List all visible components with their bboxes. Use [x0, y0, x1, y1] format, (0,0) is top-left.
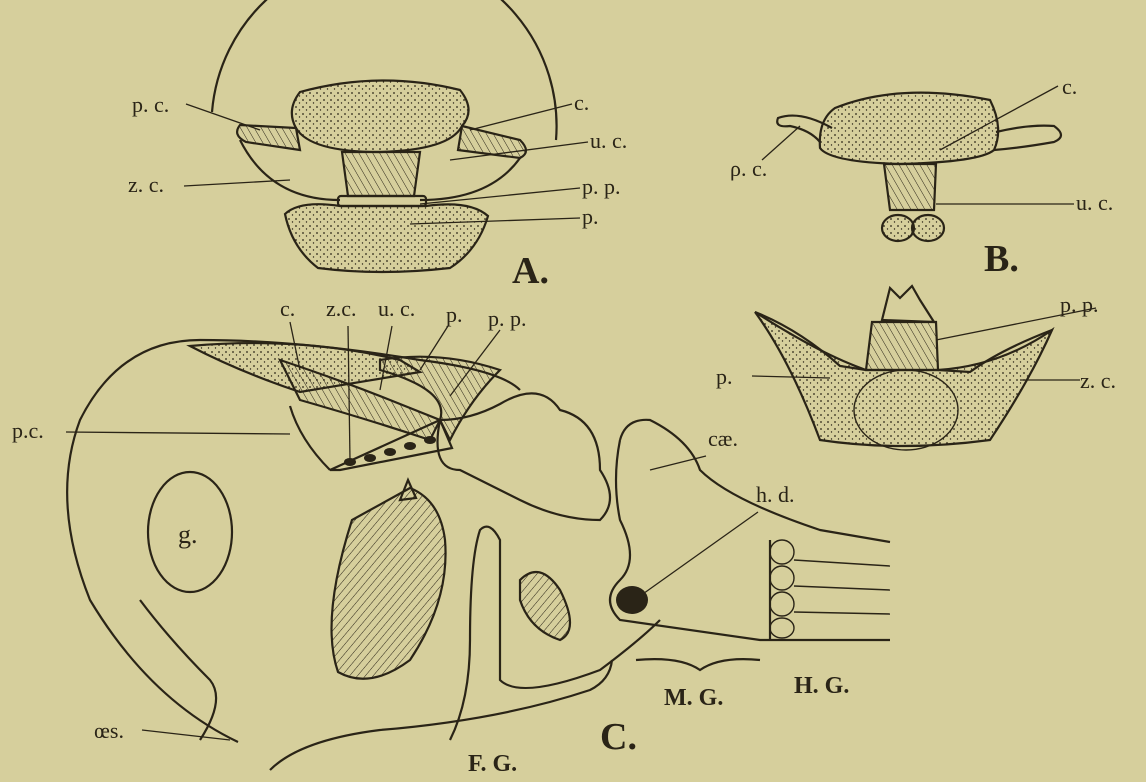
figure-c: [67, 340, 890, 770]
label-a-zc: z. c.: [128, 174, 164, 196]
label-c-oes: œs.: [94, 720, 124, 742]
figure-a-neck: [342, 152, 420, 196]
label-d-pp: p. p.: [1060, 294, 1099, 316]
figure-d: [755, 286, 1052, 450]
figure-b-right-process: [994, 126, 1061, 150]
figure-c-small-hatch: [520, 572, 570, 640]
figure-c-oesophagus-line: [140, 600, 216, 740]
figure-b-right-knob: [912, 215, 944, 241]
label-c-pp: p. p.: [488, 308, 527, 330]
label-b-c: c.: [1062, 76, 1077, 98]
label-c-pc: p.c.: [12, 420, 44, 442]
figure-a-lower-body: [285, 204, 488, 272]
label-b-uc: u. c.: [1076, 192, 1113, 214]
label-b-pc: ρ. c.: [730, 158, 767, 180]
label-c-c: c.: [280, 298, 295, 320]
label-c-mg: M. G.: [664, 686, 723, 710]
figure-c-bar-holes: [344, 436, 436, 466]
label-c-hg: H. G.: [794, 674, 849, 698]
label-c-zc: z.c.: [326, 298, 357, 320]
figure-a-right-arch: [420, 158, 520, 200]
figure-a-left-process: [237, 125, 300, 150]
figure-a-letter: A.: [512, 252, 549, 290]
figure-b-neck: [884, 164, 936, 210]
label-a-pp: p. p.: [582, 176, 621, 198]
figure-b-letter: B.: [984, 240, 1019, 278]
figure-c-large-mass: [332, 488, 446, 679]
label-c-fg: F. G.: [468, 752, 517, 776]
figure-c-hg-cells: [770, 540, 890, 638]
figure-a-centrum: [292, 80, 469, 152]
figure-c-hd-dot: [616, 586, 648, 614]
figure-a-right-process: [458, 126, 526, 158]
figure-b: [777, 93, 1061, 241]
label-c-g: g.: [178, 522, 198, 548]
figure-d-neck: [866, 322, 938, 370]
figure-d-crest: [882, 286, 934, 322]
figure-a: [212, 0, 557, 272]
figure-c-pc-process: [290, 406, 330, 470]
label-d-zc: z. c.: [1080, 370, 1116, 392]
label-a-uc: u. c.: [590, 130, 627, 152]
figure-b-left-knob: [882, 215, 914, 241]
figure-c-mg-brace: [636, 659, 760, 670]
figure-a-bar: [338, 196, 426, 206]
label-a-pc: p. c.: [132, 94, 169, 116]
label-a-c: c.: [574, 92, 589, 114]
label-a-p: p.: [582, 206, 599, 228]
label-c-p: p.: [446, 304, 463, 326]
label-c-cae: cæ.: [708, 428, 738, 450]
figure-c-letter: C.: [600, 718, 637, 756]
figure-b-centrum: [820, 93, 998, 164]
label-d-p: p.: [716, 366, 733, 388]
label-c-hd: h. d.: [756, 484, 795, 506]
figure-c-fg-outline: [270, 660, 612, 770]
label-c-uc: u. c.: [378, 298, 415, 320]
